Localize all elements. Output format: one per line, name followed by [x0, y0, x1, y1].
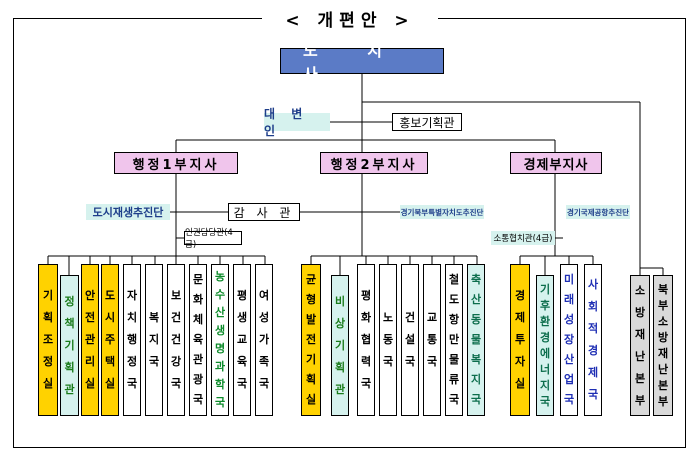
- human-rights-node: 인권담당관(4급): [184, 228, 242, 250]
- spokesperson-node: 대 변 인: [264, 107, 330, 138]
- title-mask: [262, 8, 438, 30]
- urban-regeneration-node: 도시재생추진단: [86, 204, 170, 220]
- governor-node: 도 지 사: [280, 41, 444, 84]
- deputy-2-node: 행정2부지사: [320, 152, 428, 174]
- deputy-1-node: 행정1부지사: [114, 152, 238, 174]
- pr-office-node: 홍보기획관: [392, 113, 462, 131]
- north-special-node: 경기북부특별자치도추진단: [400, 205, 484, 219]
- airport-node: 경기국제공항추진단: [566, 205, 630, 219]
- communication-node: 소통협치관(4급): [491, 231, 555, 245]
- page-title: < 개편안 >: [285, 11, 415, 31]
- audit-node: 감 사 관: [228, 203, 300, 221]
- deputy-economy-node: 경제부지사: [510, 152, 602, 174]
